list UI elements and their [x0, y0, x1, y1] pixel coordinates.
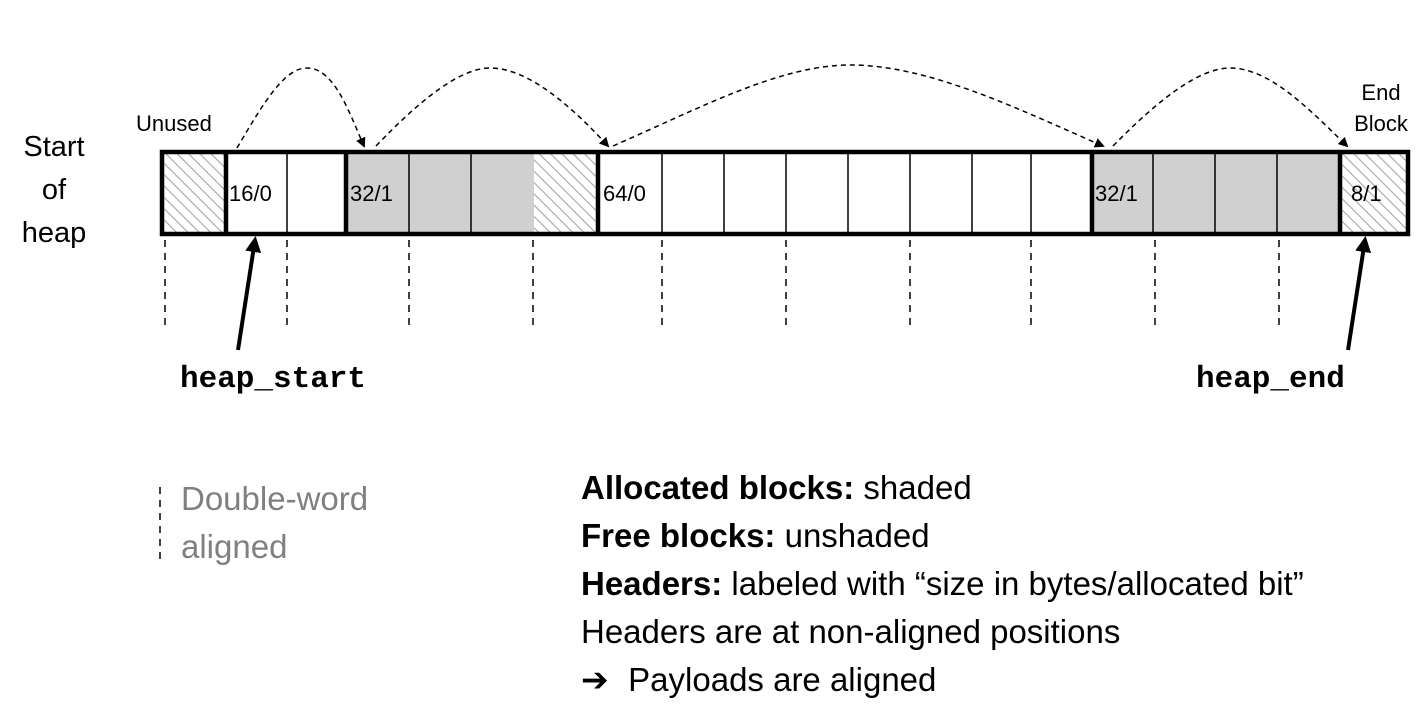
header-label: 8/1: [1351, 181, 1382, 206]
allocated-block-32b: [1092, 152, 1340, 234]
block-link-arrows: [236, 64, 1349, 149]
heap-end-pointer-label: heap_end: [1196, 362, 1345, 397]
padding-word: [534, 152, 598, 234]
end-block-label: End Block: [1354, 80, 1408, 136]
start-of-heap-label: Start of heap: [21, 131, 87, 249]
legend-item: Allocated blocks: shaded: [581, 469, 972, 506]
link-arrow: [375, 67, 610, 148]
header-label: 16/0: [229, 181, 272, 206]
header-label: 32/1: [1095, 181, 1138, 206]
heap-start-arrow: [236, 236, 262, 351]
legend-item: Headers: labeled with “size in bytes/all…: [581, 565, 1304, 602]
block-borders: [159, 149, 1411, 237]
free-block-16: [226, 152, 346, 234]
link-arrow: [1112, 67, 1349, 148]
alignment-lines: [164, 240, 1280, 330]
word-separators: [286, 152, 1278, 234]
end-block: [1340, 152, 1408, 234]
link-arrow: [236, 67, 366, 149]
unused-word: [162, 152, 226, 234]
link-arrow: [612, 64, 1105, 148]
legend-item: ➔ Payloads are aligned: [581, 656, 1304, 704]
header-label: 32/1: [350, 181, 393, 206]
allocated-block-32a: [346, 152, 534, 234]
right-arrow-icon: ➔: [581, 661, 609, 698]
header-label: 64/0: [603, 181, 646, 206]
heap-start-pointer-label: heap_start: [180, 362, 367, 397]
legend: Allocated blocks: shaded Free blocks: un…: [581, 464, 1304, 704]
alignment-legend-label: Double-word aligned: [181, 480, 369, 565]
legend-item: Headers are at non-aligned positions: [581, 613, 1121, 650]
free-block-64: [598, 152, 1092, 234]
heap-end-arrow: [1346, 236, 1372, 351]
heap-cells: [162, 152, 1408, 234]
legend-item: Free blocks: unshaded: [581, 517, 930, 554]
unused-label: Unused: [136, 111, 212, 136]
pointer-arrows: [236, 236, 1372, 351]
